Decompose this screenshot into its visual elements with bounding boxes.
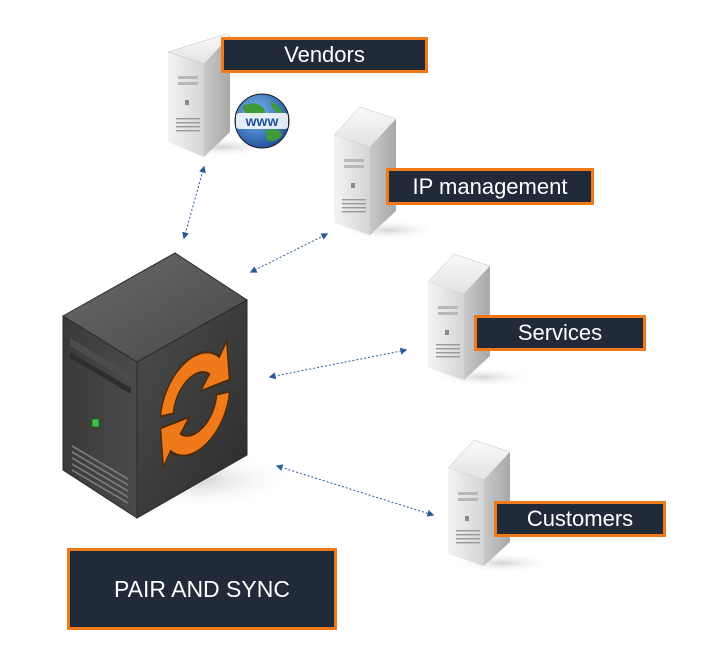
www-globe-icon: www bbox=[234, 93, 290, 149]
label-ip-management: IP management bbox=[386, 168, 594, 205]
connector-ip-management bbox=[249, 233, 329, 273]
server-icon-ip-management bbox=[333, 106, 441, 240]
connector-services bbox=[268, 347, 408, 380]
label-pair-and-sync: PAIR AND SYNC bbox=[67, 548, 337, 630]
sync-arrows-icon bbox=[159, 338, 231, 470]
label-services: Services bbox=[474, 315, 646, 351]
server-icon-customers bbox=[447, 439, 555, 573]
connector-customers bbox=[275, 464, 435, 517]
connector-vendors bbox=[182, 165, 206, 240]
label-vendors: Vendors bbox=[221, 37, 428, 73]
label-customers: Customers bbox=[494, 501, 666, 537]
connectors bbox=[182, 165, 435, 517]
svg-text:www: www bbox=[245, 113, 279, 129]
server-icon-vendors bbox=[167, 33, 275, 157]
